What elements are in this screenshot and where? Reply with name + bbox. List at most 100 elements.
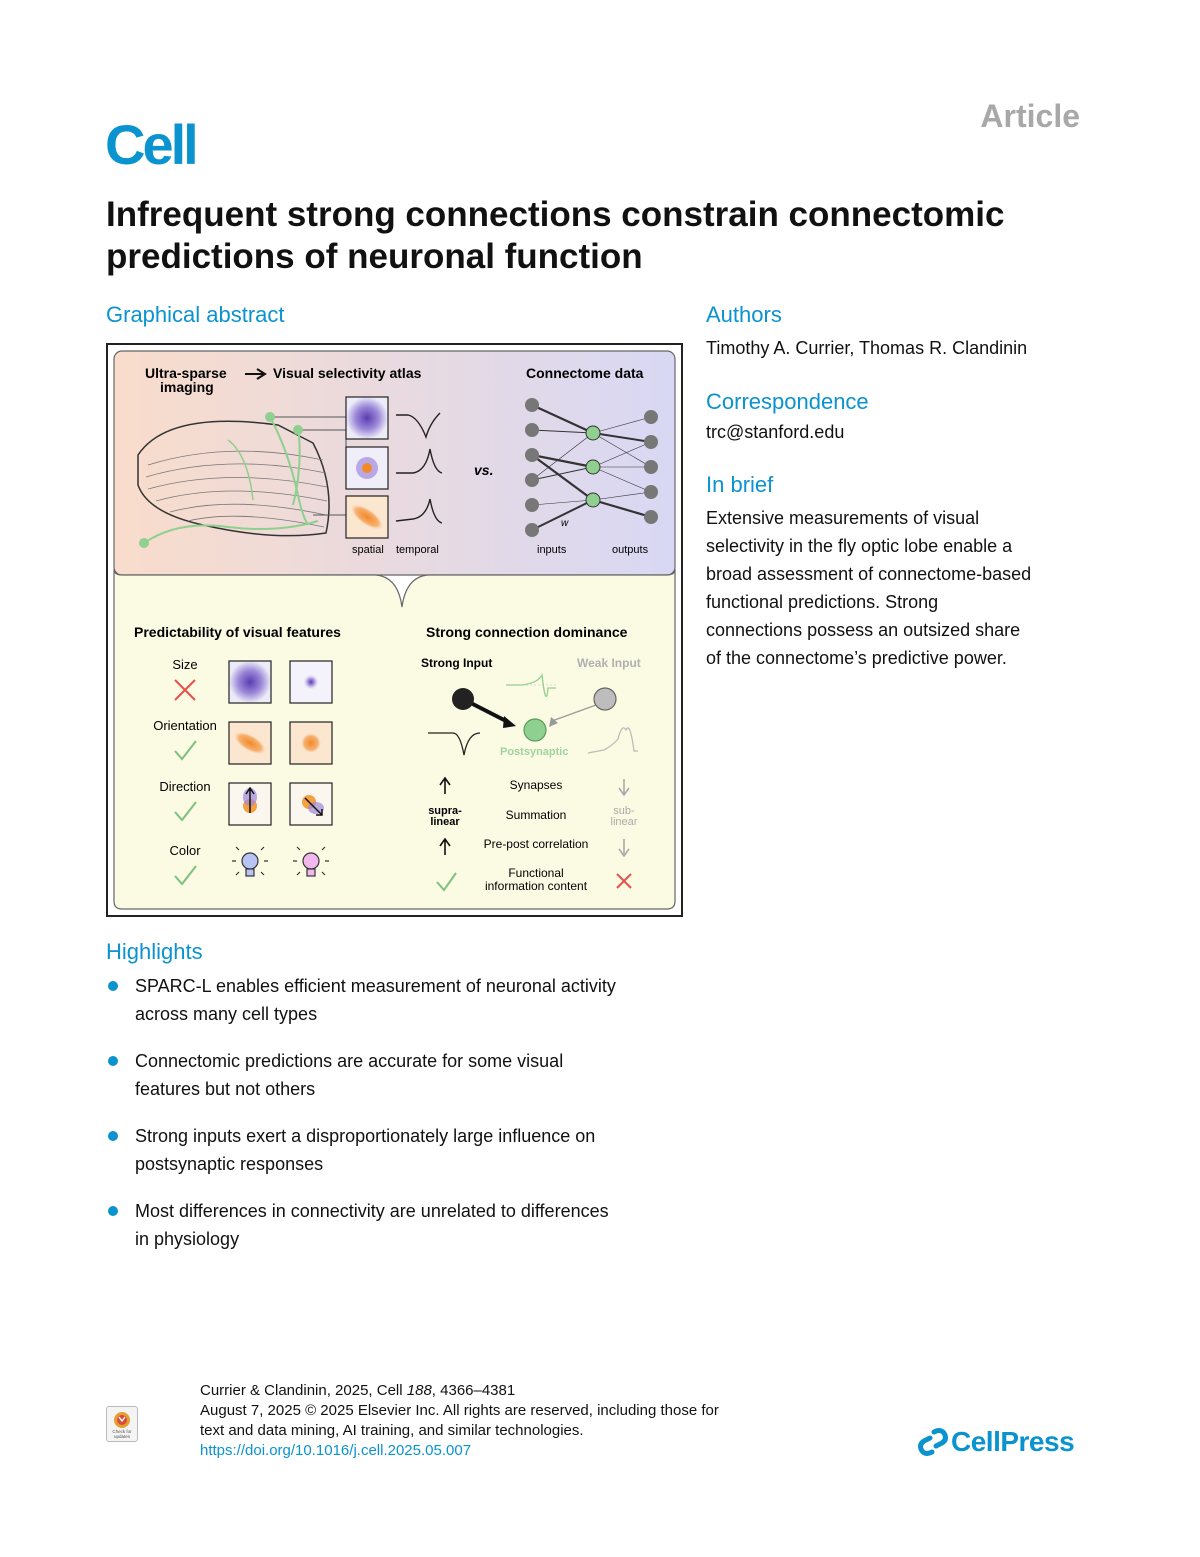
linear-label: linear [430,816,460,828]
weight-label: w [561,518,569,529]
journal-logo: Cell [105,113,199,176]
cross-icon [616,873,632,889]
size-rf-large [228,660,272,704]
strong-input-trace [428,732,481,756]
predictability-heading: Predictability of visual features [134,624,341,640]
citation-line: Currier & Clandinin, 2025, Cell 188, 436… [200,1381,840,1401]
temporal-label: temporal [396,544,439,556]
cellpress-link-icon [918,1428,948,1456]
copyright-line: August 7, 2025 © 2025 Elsevier Inc. All … [200,1402,719,1419]
weak-input-neuron [593,687,617,711]
lightbulb-pink-icon [293,846,329,877]
in-brief-line: selectivity in the fly optic lobe enable… [706,536,1013,556]
connectome-label: Connectome data [526,365,644,381]
arrow-up-icon [439,837,451,855]
article-type-label: Article [980,98,1080,134]
feature-label-orientation: Orientation [153,718,217,733]
inputs-label: inputs [537,544,567,556]
highlight-item: Connectomic predictions are accurate for… [106,1047,686,1103]
row-label-information: information content [485,879,588,893]
spatial-label: spatial [352,544,384,556]
check-for-updates-badge[interactable]: Check for updates [106,1406,138,1442]
atlas-label: Visual selectivity atlas [273,365,422,381]
highlight-line: SPARC-L enables efficient measurement of… [135,976,616,996]
sub-linear-label: linear [611,816,638,828]
crossmark-text: updates [114,1434,131,1439]
author-names: Timothy A. Currier, Thomas R. Clandinin [706,338,1028,358]
arrow-up-icon [245,786,255,813]
copyright-line: text and data mining, AI training, and s… [200,1422,584,1439]
authors-heading: Authors [706,302,782,327]
doi-link[interactable]: https://doi.org/10.1016/j.cell.2025.05.0… [200,1442,472,1459]
feature-label-direction: Direction [159,779,210,794]
citation-pages: , 4366–4381 [431,1382,516,1399]
graphical-abstract-figure: Ultra-sparse imaging Visual selectivity … [106,343,683,917]
strong-input-neuron [452,688,474,710]
lightbulb-uv-icon [232,846,268,877]
check-icon [174,865,197,886]
graphical-abstract-svg: Ultra-sparse imaging Visual selectivity … [113,350,676,910]
postsynaptic-label: Postsynaptic [500,746,568,758]
in-brief-text: Extensive measurements of visual selecti… [706,504,1106,672]
feature-label-color: Color [169,843,201,858]
crossmark-text: Check for [112,1429,132,1434]
check-icon [436,872,457,892]
spatial-rf-large [345,396,389,440]
highlight-item: Most differences in connectivity are unr… [106,1197,686,1253]
temporal-trace-2 [396,448,443,474]
highlight-line: Most differences in connectivity are unr… [135,1201,609,1221]
vs-label: vs. [474,462,493,478]
arrow-right-icon [245,368,267,380]
correspondence-email[interactable]: trc@stanford.edu [706,422,845,442]
check-icon [174,801,197,822]
check-icon [174,740,197,761]
citation-block: Currier & Clandinin, 2025, Cell 188, 436… [200,1381,840,1461]
postsynaptic-neuron [523,718,547,742]
arrow-down-icon [618,839,630,858]
strong-input-label: Strong Input [421,656,492,670]
connectome-network [531,404,652,531]
arrow-diagonal-icon [304,797,323,816]
in-brief-line: Extensive measurements of visual [706,508,980,528]
crossmark-icon: Check for updates [112,1412,132,1439]
highlight-line: in physiology [135,1229,240,1249]
bullet-icon [108,1206,118,1216]
in-brief-line: of the connectome’s predictive power. [706,648,1007,668]
optic-lobe-icon [137,412,347,548]
row-label-functional: Functional [508,866,563,880]
cellpress-logo: CellPress [918,1426,1075,1458]
supra-label: supra- [428,805,462,817]
row-label-summation: Summation [506,808,567,822]
cross-icon [174,679,196,701]
temporal-trace-1 [396,412,441,440]
in-brief-heading: In brief [706,472,774,497]
dominance-heading: Strong connection dominance [426,624,628,640]
highlights-heading: Highlights [106,939,203,964]
ultra-sparse-label: Ultra-sparse [145,365,227,381]
row-label-synapses: Synapses [510,778,563,792]
highlight-line: Strong inputs exert a disproportionately… [135,1126,596,1146]
in-brief-line: connections possess an outsized share [706,620,1021,640]
sub-label: sub- [613,805,635,817]
correspondence-heading: Correspondence [706,389,869,414]
arrow-down-icon [618,779,630,797]
citation-volume: 188 [406,1382,432,1399]
temporal-trace-3 [395,498,443,524]
highlight-line: features but not others [135,1079,316,1099]
citation-prefix: Currier & Clandinin, 2025, Cell [200,1382,407,1399]
highlight-line: postsynaptic responses [135,1154,324,1174]
highlight-line: across many cell types [135,1004,318,1024]
in-brief-line: broad assessment of connectome-based [706,564,1032,584]
bullet-icon [108,981,118,991]
weak-synapse [551,704,597,722]
connectome-nodes [525,398,658,537]
postsynaptic-trace-top [506,672,556,698]
article-title: Infrequent strong connections constrain … [106,195,1005,276]
imaging-label: imaging [160,379,214,395]
highlight-item: Strong inputs exert a disproportionately… [106,1122,686,1178]
cellpress-name: CellPress [951,1426,1075,1457]
weak-input-trace [587,727,638,754]
in-brief-line: functional predictions. Strong [706,592,939,612]
arrow-up-icon [439,776,451,794]
outputs-label: outputs [612,544,649,556]
